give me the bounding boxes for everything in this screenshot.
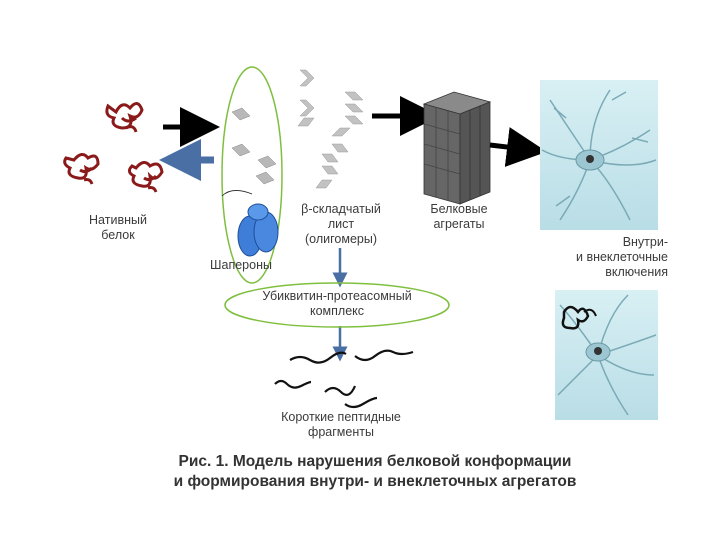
- label-proteasome: Убиквитин-протеасомный комплекс: [232, 289, 442, 319]
- label-aggregates: Белковые агрегаты: [414, 202, 504, 232]
- beta-sheet-icon: [298, 70, 363, 188]
- figure-caption-line-1: Рис. 1. Модель нарушения белковой конфор…: [95, 452, 655, 472]
- chaperone-icon: [222, 190, 278, 256]
- label-chaperones: Шапероны: [196, 258, 286, 273]
- label-native-protein: Нативный белок: [78, 213, 158, 243]
- label-inclusions: Внутри- и внеклеточные включения: [528, 235, 668, 280]
- figure-caption-line-2: и формирования внутри- и внеклеточных аг…: [95, 472, 655, 492]
- misfolded-fragments-icon: [232, 108, 276, 184]
- arrow-to-inclusions: [490, 145, 532, 150]
- native-protein-icon: [65, 103, 162, 192]
- label-fragments: Короткие пептидные фрагменты: [256, 410, 426, 440]
- neuron-image-top: [540, 80, 658, 230]
- peptide-fragments-icon: [275, 351, 413, 407]
- label-beta-sheet: β-складчатый лист (олигомеры): [286, 202, 396, 247]
- aggregate-icon: [424, 92, 490, 204]
- neuron-image-bottom: [555, 290, 658, 420]
